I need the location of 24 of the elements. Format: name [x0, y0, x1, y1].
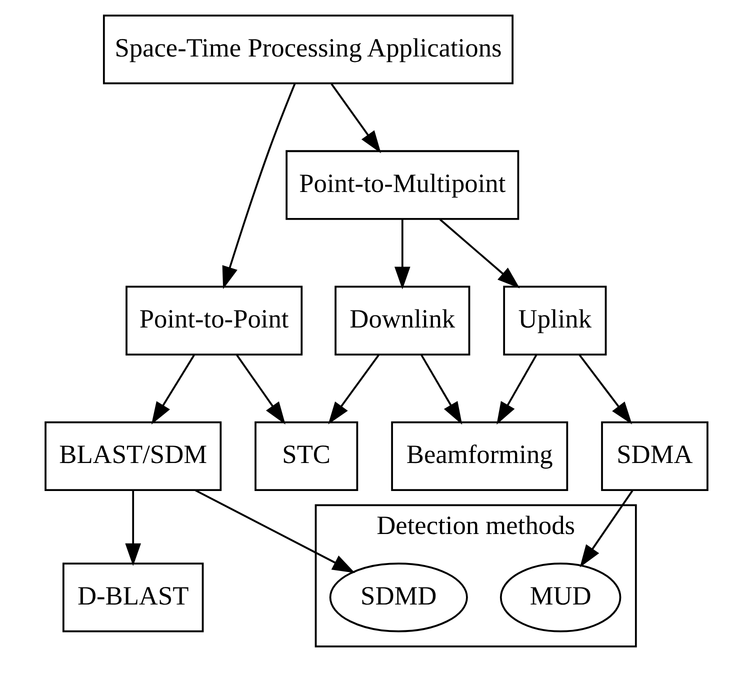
- arrow: [420, 354, 462, 425]
- node-box: D-BLAST: [62, 562, 204, 632]
- node-box: Point-to-Multipoint: [285, 150, 519, 220]
- arrow: [330, 83, 381, 154]
- node-box: Point-to-Point: [125, 286, 302, 356]
- arrow: [578, 354, 632, 424]
- node-box: STC: [254, 421, 358, 492]
- arrow: [328, 354, 379, 424]
- node-box: Downlink: [334, 286, 470, 356]
- arrow: [222, 83, 296, 290]
- arrow: [150, 354, 194, 425]
- node-box: Uplink: [502, 286, 606, 356]
- node-ellipse: SDMD: [328, 562, 468, 632]
- arrow: [394, 219, 410, 290]
- arrow: [236, 354, 285, 424]
- arrow: [124, 490, 141, 566]
- arrow: [194, 489, 355, 573]
- node-box: Beamforming: [390, 421, 568, 492]
- node-box: Space-Time Processing Applications: [102, 14, 513, 84]
- node-box: BLAST/SDM: [44, 421, 222, 492]
- node-ellipse: MUD: [499, 562, 621, 632]
- arrow: [438, 218, 520, 288]
- arrow: [496, 354, 537, 425]
- node-box: SDMA: [600, 421, 708, 492]
